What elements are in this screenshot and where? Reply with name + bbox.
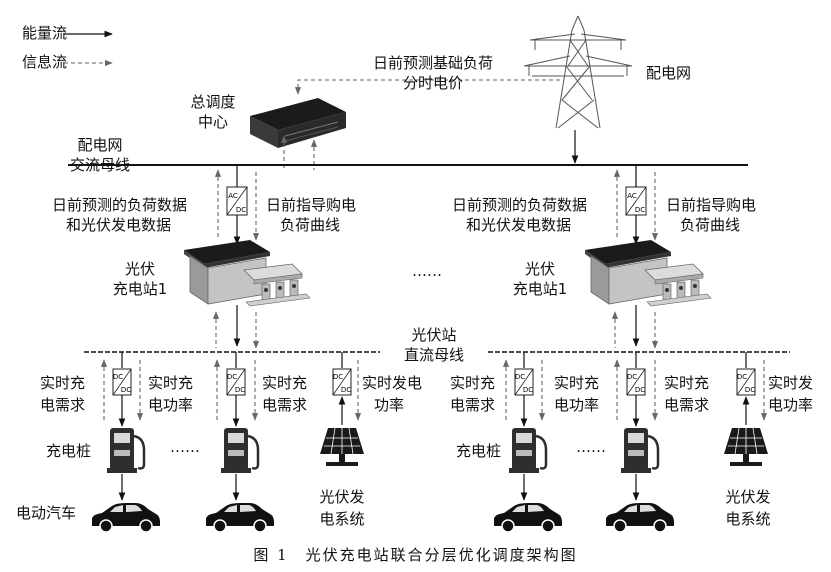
left-station-name-line1: 光伏: [124, 260, 155, 278]
ac-dc-converter-right: [625, 186, 647, 216]
left-pv-system-label-line1: 光伏发: [319, 488, 365, 506]
left-demand-label-line2: 电需求: [40, 396, 86, 414]
forecast-info-line: [294, 79, 560, 95]
forecast-label-line1: 日前预测基础负荷: [372, 54, 493, 72]
left-guide-label-line1: 日前指导购电: [266, 196, 357, 214]
dispatch-center-label-line2: 中心: [197, 113, 228, 131]
right-pile-label: 充电桩: [456, 442, 502, 460]
right-demand2-label-line1: 实时充: [664, 374, 710, 392]
legend-energy-flow-label: 能量流: [22, 24, 68, 42]
right-pv-system-label-line2: 电系统: [725, 510, 771, 528]
right-branches: [493, 352, 769, 533]
left-upload-label-line1: 日前预测的负荷数据: [52, 196, 188, 214]
ac-bus-label-line1: 配电网: [77, 136, 123, 154]
left-power-label-line2: 电功率: [148, 396, 194, 414]
dc-bus-label-line2: 直流母线: [403, 346, 464, 364]
right-demand-label-line2: 电需求: [450, 396, 496, 414]
forecast-label-line2: 分时电价: [402, 74, 463, 92]
ac-bus-label-line2: 交流母线: [69, 156, 130, 174]
figure-caption: 图 1 光伏充电站联合分层优化调度架构图: [253, 546, 578, 564]
left-demand2-label-line1: 实时充: [262, 374, 308, 392]
grid-label: 配电网: [646, 64, 692, 82]
left-pv-power-label-line1: 实时发电: [362, 374, 423, 392]
left-branches: [91, 352, 365, 533]
left-station-name-line2: 充电站1: [112, 280, 168, 298]
right-pv-system-label-line1: 光伏发: [725, 488, 771, 506]
station-ellipsis: ……: [412, 262, 442, 280]
left-pile-label: 充电桩: [46, 442, 92, 460]
right-upload-label-line2: 和光伏发电数据: [466, 216, 572, 234]
right-pv-power-label-line2: 电功率: [768, 396, 814, 414]
left-pv-power-label-line2: 功率: [374, 396, 405, 414]
right-power-label-line1: 实时充: [554, 374, 600, 392]
dispatch-center-label-line1: 总调度: [190, 93, 236, 111]
left-pile-ellipsis: ……: [170, 438, 200, 456]
right-demand-label-line1: 实时充: [450, 374, 496, 392]
right-guide-label-line1: 日前指导购电: [666, 196, 757, 214]
left-demand-label-line1: 实时充: [40, 374, 86, 392]
left-guide-label-line2: 负荷曲线: [280, 216, 341, 234]
right-pv-power-label-line1: 实时发: [768, 374, 814, 392]
right-station-name-line2: 充电站1: [512, 280, 568, 298]
pv-charging-station-right-icon: [584, 239, 712, 307]
left-pv-system-label-line2: 电系统: [319, 510, 365, 528]
left-demand2-label-line2: 电需求: [262, 396, 308, 414]
dc-bus-label-line1: 光伏站: [411, 326, 457, 344]
left-power-label-line1: 实时充: [148, 374, 194, 392]
right-station-name-line1: 光伏: [524, 260, 555, 278]
right-upload-label-line1: 日前预测的负荷数据: [452, 196, 588, 214]
ac-dc-converter-left: [226, 186, 248, 216]
right-power-label-line2: 电功率: [554, 396, 600, 414]
transmission-tower-icon: [523, 15, 633, 129]
right-pile-ellipsis: ……: [576, 438, 606, 456]
left-upload-label-line2: 和光伏发电数据: [66, 216, 172, 234]
pv-charging-station-left-icon: [183, 239, 311, 307]
right-demand2-label-line2: 电需求: [664, 396, 710, 414]
ev-label: 电动汽车: [16, 504, 77, 522]
legend-info-flow-label: 信息流: [22, 53, 68, 71]
dispatch-center-device-icon: [250, 98, 346, 148]
right-guide-label-line2: 负荷曲线: [680, 216, 741, 234]
